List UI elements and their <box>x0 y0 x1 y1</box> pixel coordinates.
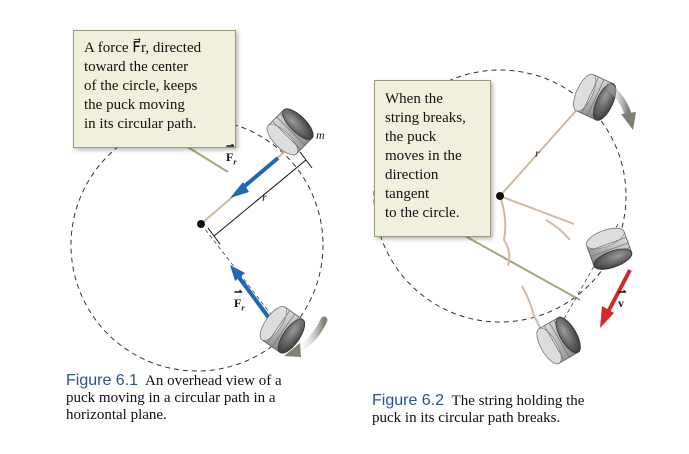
motion-arrowhead <box>621 112 636 130</box>
callout-line: When the <box>385 91 443 107</box>
caption-line: puck in its circular path breaks. <box>372 410 561 426</box>
puck-right <box>583 223 635 274</box>
mass-label: m <box>316 128 325 142</box>
callout-line: tangent <box>385 186 430 202</box>
string-to-right-puck <box>499 195 575 225</box>
force-subscript: r <box>241 303 245 313</box>
force-arrowhead-upper <box>230 182 249 198</box>
circular-path <box>373 69 627 323</box>
callout-line: string breaks, <box>385 110 466 126</box>
velocity-arrowhead <box>600 306 614 328</box>
callout-line: direction <box>385 167 439 183</box>
puck-top <box>568 70 621 124</box>
callout-line: the puck <box>385 129 437 145</box>
callout-line: moves in the <box>385 148 462 164</box>
tangent-callout-box: When the string breaks, the puck moves i… <box>374 80 491 237</box>
figure1-diagram <box>70 103 328 372</box>
broken-string-3 <box>545 219 571 241</box>
force-label-upper: ⇀Fr <box>226 141 237 167</box>
caption-text: The string holding the <box>451 393 585 409</box>
puck-top <box>262 103 319 160</box>
figure2-caption: Figure 6.2 The string holding the puck i… <box>372 392 584 427</box>
velocity-arrow <box>606 269 632 313</box>
caption-line: Figure 6.2 The string holding the <box>372 392 584 410</box>
center-pivot <box>496 192 504 200</box>
radius-label: r <box>262 190 267 204</box>
caption-line: horizontal plane. <box>66 407 167 423</box>
broken-string-2 <box>521 285 543 335</box>
vector-arrow-glyph: ⇀ <box>226 141 235 152</box>
callout-line: A force F⃗r, directed <box>84 40 202 56</box>
force-subscript: r <box>233 157 237 167</box>
center-pivot <box>197 220 205 228</box>
string-to-top-puck <box>499 103 583 197</box>
radius-label: r <box>535 146 540 160</box>
puck-bottom <box>531 313 586 368</box>
figure2-diagram <box>373 69 636 368</box>
caption-figure-label: Figure 6.1 <box>66 372 139 389</box>
broken-string-1 <box>499 195 511 267</box>
force-label-lower: ⇀Fr <box>234 287 245 313</box>
caption-line: Figure 6.1 An overhead view of a <box>66 372 282 390</box>
callout-line: in its circular path. <box>84 116 197 132</box>
callout-line: of the circle, keeps <box>84 78 198 94</box>
callout-pointer <box>185 145 229 173</box>
force-arrowhead-lower <box>230 265 245 281</box>
force-arrow-lower <box>236 274 271 320</box>
callout-line: the puck moving <box>84 97 185 113</box>
velocity-symbol: v <box>618 296 624 310</box>
radius-dimension-line <box>213 159 307 237</box>
force-symbol: F <box>226 150 234 164</box>
dimension-tick-1 <box>207 227 221 245</box>
circular-path <box>70 118 324 372</box>
force-arrow-upper <box>238 156 280 192</box>
dimension-tick-2 <box>299 151 313 169</box>
figure1-caption: Figure 6.1 An overhead view of a puck mo… <box>66 372 282 424</box>
motion-direction-arrow <box>600 78 632 118</box>
caption-line: puck moving in a circular path in a <box>66 390 276 406</box>
caption-text: An overhead view of a <box>144 373 282 389</box>
vector-arrow-glyph: ⇀ <box>234 287 243 298</box>
vector-arrow-glyph: ⇀ <box>618 287 627 298</box>
force-symbol: F <box>234 296 242 310</box>
callout-line: toward the center <box>84 59 189 75</box>
motion-arrowhead <box>284 343 301 357</box>
callout-pointer <box>464 235 581 301</box>
velocity-label: ⇀v <box>618 287 626 311</box>
caption-figure-label: Figure 6.2 <box>372 392 445 409</box>
callout-line: to the circle. <box>385 205 460 221</box>
force-callout-box: A force F⃗r, directed toward the center … <box>73 30 236 148</box>
